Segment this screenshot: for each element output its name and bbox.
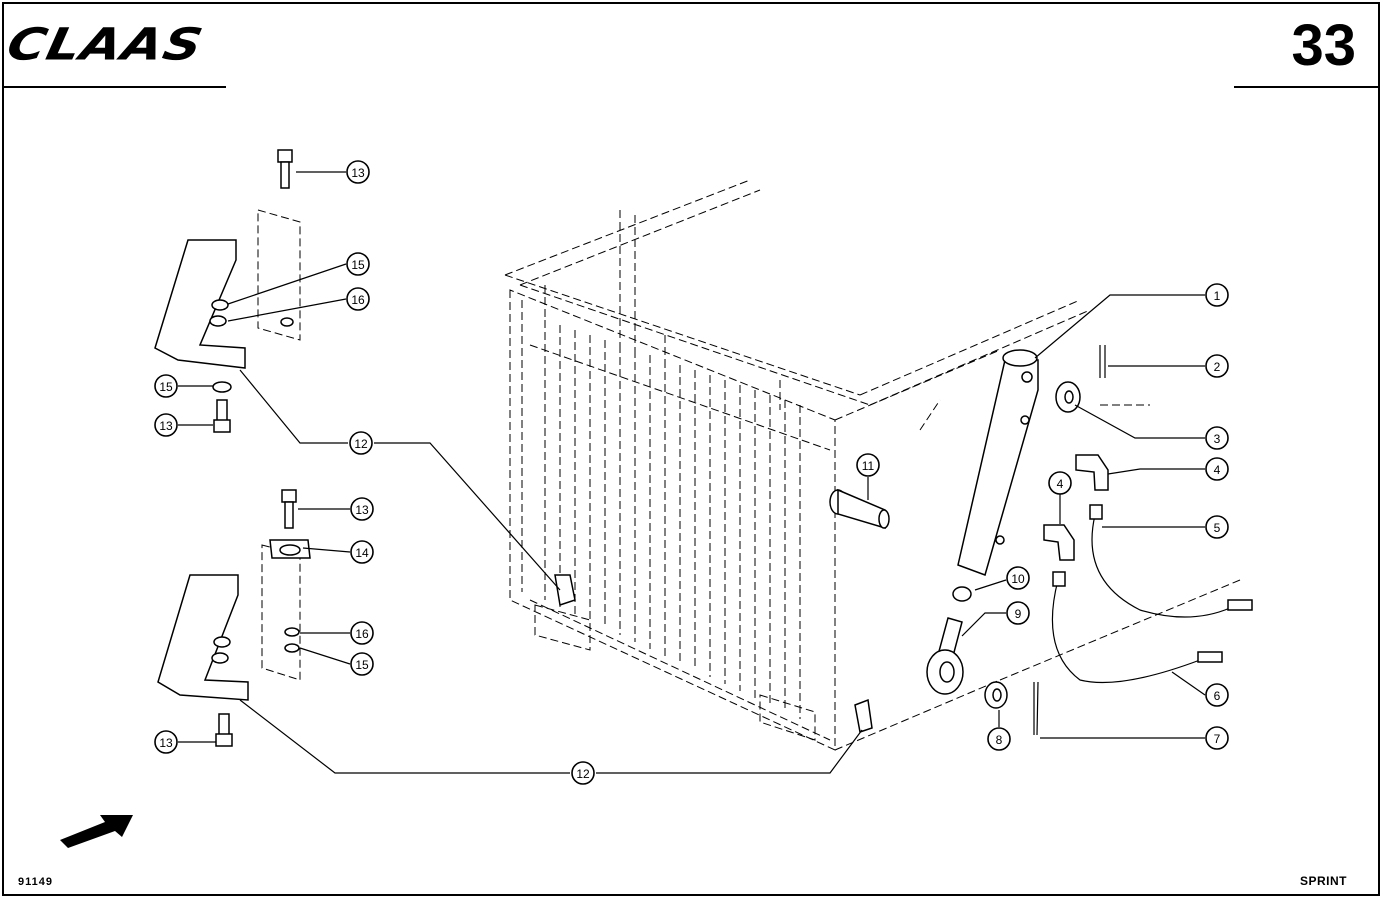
svg-text:13: 13 bbox=[351, 166, 365, 180]
split-pin bbox=[1033, 681, 1039, 736]
page-number: 33 bbox=[1291, 13, 1356, 78]
leader-lines bbox=[178, 171, 1206, 774]
svg-text:3: 3 bbox=[1214, 432, 1221, 446]
svg-text:14: 14 bbox=[355, 546, 369, 560]
callout-8: 8 bbox=[987, 727, 1011, 751]
hydraulic-cylinder bbox=[957, 349, 1039, 576]
hose-5-end bbox=[1227, 599, 1253, 611]
nut bbox=[952, 586, 972, 602]
callout-9: 9 bbox=[1006, 601, 1030, 625]
frame-bracket-right bbox=[854, 698, 873, 733]
callout-12-upper: 12 bbox=[349, 431, 373, 455]
rod-eye bbox=[926, 617, 964, 695]
washer-3 bbox=[1055, 381, 1081, 413]
tank-frame bbox=[504, 179, 1241, 751]
svg-text:15: 15 bbox=[355, 658, 369, 672]
svg-text:4: 4 bbox=[1057, 477, 1064, 491]
model-name: SPRINT bbox=[1300, 874, 1348, 888]
hose-6 bbox=[1051, 579, 1201, 684]
svg-text:10: 10 bbox=[1011, 572, 1025, 586]
hose-6-end bbox=[1197, 651, 1223, 663]
svg-text:13: 13 bbox=[355, 503, 369, 517]
callout-1: 1 bbox=[1205, 283, 1229, 307]
svg-text:9: 9 bbox=[1015, 607, 1022, 621]
callout-15-lower: 15 bbox=[350, 652, 374, 676]
svg-text:5: 5 bbox=[1214, 521, 1221, 535]
header-rule-left bbox=[4, 86, 226, 88]
svg-text:16: 16 bbox=[351, 293, 365, 307]
callout-16-upper: 16 bbox=[346, 287, 370, 311]
pin-2 bbox=[1099, 345, 1106, 378]
elbow-fitting-lower bbox=[1043, 524, 1075, 561]
callout-13-top-upper: 13 bbox=[346, 160, 370, 184]
callout-13-top-lower: 13 bbox=[350, 497, 374, 521]
callout-15-upper-right: 15 bbox=[346, 252, 370, 276]
frame-bracket-left bbox=[554, 574, 576, 606]
svg-text:1: 1 bbox=[1214, 289, 1221, 303]
grill-bars bbox=[529, 320, 831, 741]
svg-text:8: 8 bbox=[996, 733, 1003, 747]
svg-text:12: 12 bbox=[354, 437, 368, 451]
svg-text:4: 4 bbox=[1214, 463, 1221, 477]
upper-bracket-assembly bbox=[154, 149, 301, 433]
callout-12-lower: 12 bbox=[571, 761, 595, 785]
callout-5: 5 bbox=[1205, 515, 1229, 539]
callout-7: 7 bbox=[1205, 726, 1229, 750]
direction-arrow-icon bbox=[60, 815, 133, 848]
callout-16-lower: 16 bbox=[350, 621, 374, 645]
svg-text:2: 2 bbox=[1214, 360, 1221, 374]
svg-text:15: 15 bbox=[159, 380, 173, 394]
svg-text:12: 12 bbox=[576, 767, 590, 781]
callout-3: 3 bbox=[1205, 426, 1229, 450]
callout-11: 11 bbox=[856, 453, 880, 477]
pivot-pin bbox=[829, 488, 890, 530]
svg-text:6: 6 bbox=[1214, 689, 1221, 703]
drawing-code: 91149 bbox=[18, 876, 53, 888]
hose-5-fitting bbox=[1089, 504, 1103, 520]
callout-4-upper: 4 bbox=[1048, 471, 1072, 495]
callout-13-bottom-lower: 13 bbox=[154, 730, 178, 754]
callout-2: 2 bbox=[1205, 354, 1229, 378]
svg-text:16: 16 bbox=[355, 627, 369, 641]
washer-8 bbox=[984, 681, 1008, 709]
hose-6-fitting bbox=[1052, 571, 1066, 587]
callout-15-upper-left: 15 bbox=[154, 374, 178, 398]
lower-bracket-assembly bbox=[157, 489, 311, 747]
header-rule-right bbox=[1234, 86, 1378, 88]
callout-4-lower: 4 bbox=[1205, 457, 1229, 481]
callout-6: 6 bbox=[1205, 683, 1229, 707]
svg-text:7: 7 bbox=[1214, 732, 1221, 746]
callout-13-bottom-upper: 13 bbox=[154, 413, 178, 437]
callout-14: 14 bbox=[350, 540, 374, 564]
callout-10: 10 bbox=[1006, 566, 1030, 590]
svg-text:13: 13 bbox=[159, 419, 173, 433]
svg-text:15: 15 bbox=[351, 258, 365, 272]
elbow-fitting-upper bbox=[1075, 454, 1109, 491]
svg-text:13: 13 bbox=[159, 736, 173, 750]
hose-5 bbox=[1091, 514, 1231, 618]
svg-text:11: 11 bbox=[862, 459, 875, 473]
